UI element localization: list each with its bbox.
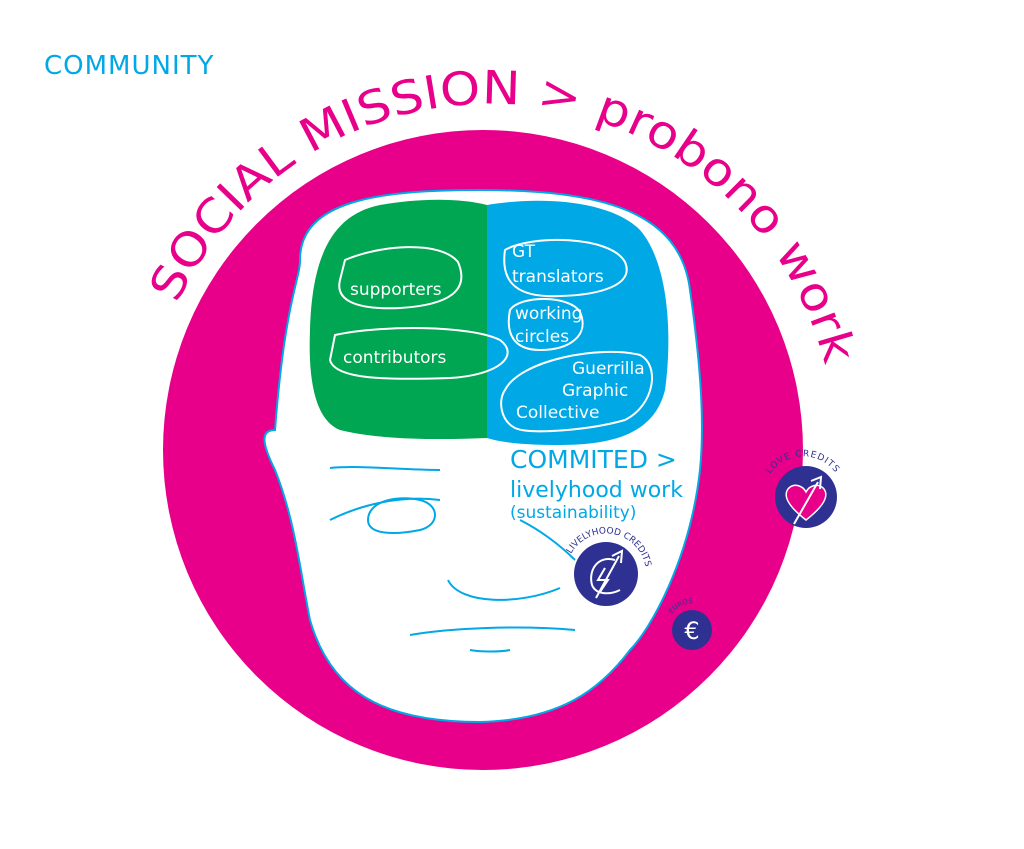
committed-sustainability: (sustainability) (510, 503, 636, 523)
community-label: COMMUNITY (44, 51, 214, 81)
label-working: working (515, 304, 582, 324)
brain-right-blue (487, 200, 669, 445)
label-guerrilla: Guerrilla (572, 359, 645, 379)
lightning-icon (590, 558, 621, 595)
brain-labels: supporters contributors GT translators w… (343, 242, 645, 423)
committed-livelyhood: livelyhood work (510, 478, 683, 503)
committed-title: COMMITED > (510, 445, 677, 474)
euro-icon: € (684, 617, 699, 645)
label-circles: circles (515, 327, 569, 347)
label-contributors: contributors (343, 348, 447, 368)
label-supporters: supporters (350, 280, 442, 300)
committed-block: COMMITED > livelyhood work (sustainabili… (510, 445, 683, 523)
label-gt: GT (512, 242, 536, 262)
label-translators: translators (512, 267, 604, 287)
brain-left-green (309, 199, 487, 440)
livelyhood-credits-badge: LIVELYHOOD CREDITS (565, 526, 652, 606)
arrow-icon (793, 475, 823, 525)
label-collective: Collective (516, 403, 599, 423)
label-graphic: Graphic (562, 381, 628, 401)
brain-outlines (328, 238, 653, 433)
arrow-icon (595, 549, 624, 599)
face-features (329, 466, 576, 653)
